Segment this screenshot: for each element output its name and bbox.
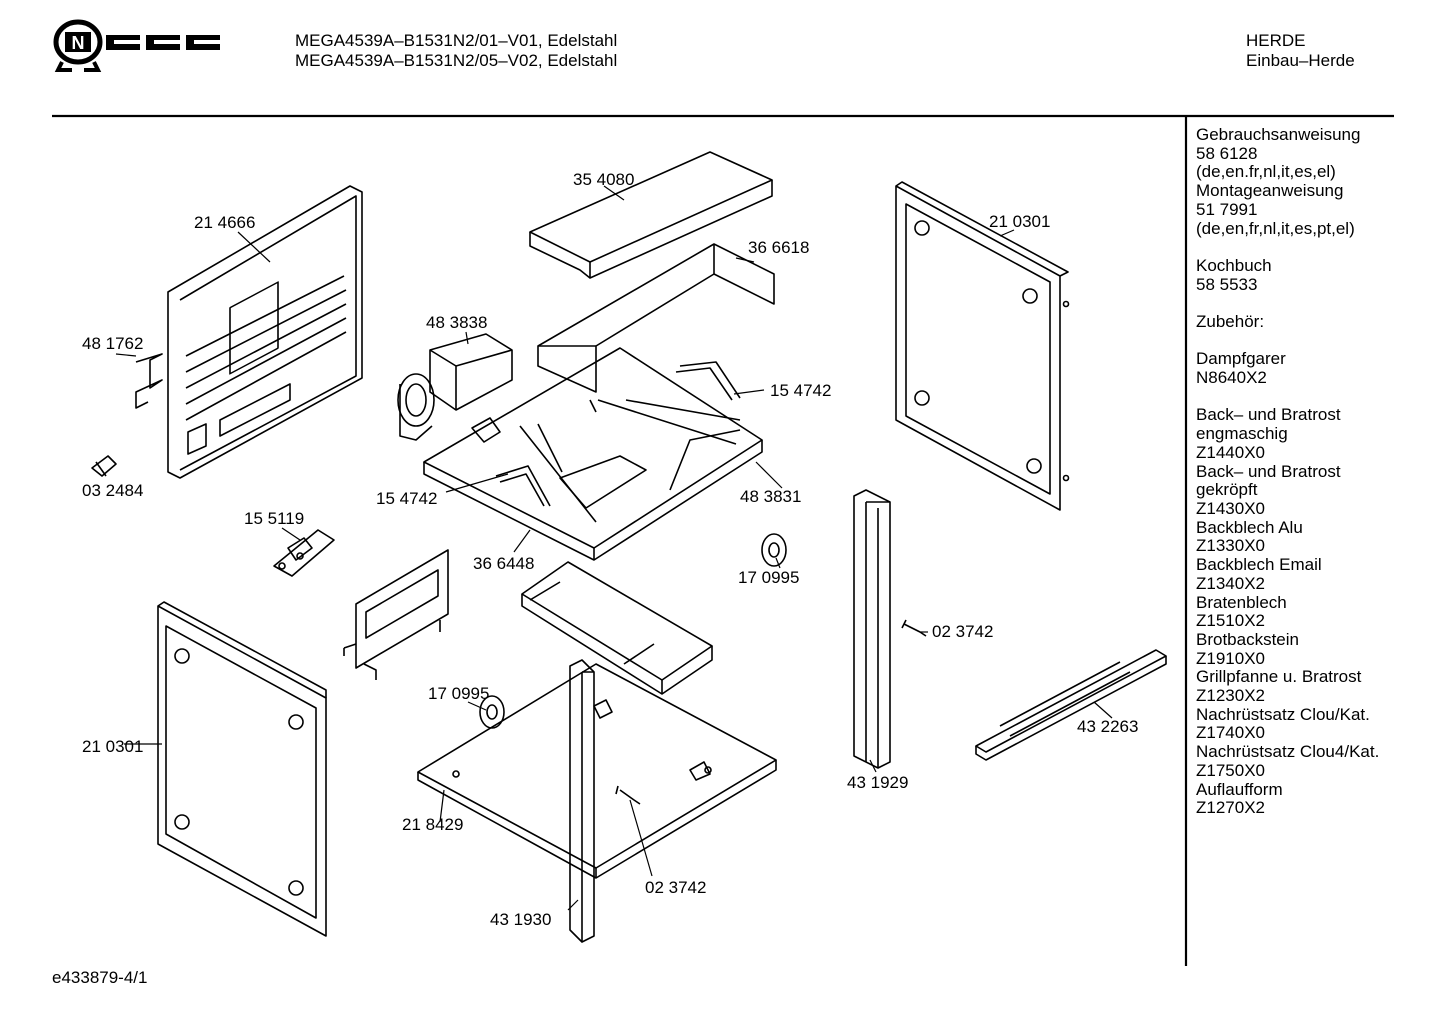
- label-part-170995-left: 17 0995: [428, 684, 490, 703]
- accessory-line: Brotbackstein: [1196, 629, 1299, 649]
- label-part-154742-left: 15 4742: [376, 489, 438, 508]
- accessory-line: Nachrüstsatz Clou4/Kat.: [1196, 742, 1380, 762]
- category-line-2: Einbau–Herde: [1246, 51, 1355, 70]
- accessory-line: Z1510X2: [1196, 611, 1265, 631]
- part-vertical-rail-right: [853, 489, 891, 769]
- part-duct-box: [521, 561, 713, 695]
- accessory-line: (de,en,fr,nl,it,es,pt,el): [1196, 218, 1355, 238]
- label-part-023742-right: 02 3742: [932, 622, 994, 641]
- part-side-panel-left: [157, 601, 327, 937]
- label-part-155119: 15 5119: [244, 509, 305, 528]
- accessory-line: Nachrüstsatz Clou/Kat.: [1196, 704, 1370, 724]
- accessory-line: Z1270X2: [1196, 798, 1265, 818]
- category-line-1: HERDE: [1246, 31, 1306, 50]
- part-knob: [91, 455, 117, 477]
- part-frame-bracket: [343, 549, 449, 680]
- part-hinge: [273, 529, 335, 577]
- accessory-line: Gebrauchsanweisung: [1196, 125, 1361, 144]
- accessory-line: Auflaufform: [1196, 779, 1283, 799]
- accessory-line: Z1750X0: [1196, 760, 1265, 780]
- label-part-432263: 43 2263: [1077, 717, 1139, 736]
- accessory-line: Zubehör:: [1196, 312, 1265, 331]
- accessory-line: Backblech Alu: [1196, 517, 1303, 537]
- accessory-line: Z1440X0: [1196, 442, 1265, 462]
- svg-text:N: N: [72, 33, 85, 53]
- part-back-panel: [167, 185, 363, 479]
- part-trim-strip: [975, 649, 1167, 761]
- label-part-218429: 21 8429: [402, 815, 464, 834]
- part-vertical-rail-front: [569, 659, 595, 943]
- part-top-cover: [529, 151, 773, 279]
- part-rail-right: [675, 361, 741, 401]
- part-fan-motor: [397, 333, 513, 441]
- part-screw-right: [901, 619, 927, 637]
- clip-center: [471, 417, 501, 443]
- model-line-2: MEGA4539A–B1531N2/05–V02, Edelstahl: [295, 51, 618, 70]
- label-part-481762: 48 1762: [82, 334, 144, 353]
- accessory-line: Montageanweisung: [1196, 181, 1344, 201]
- accessory-line: Z1340X2: [1196, 573, 1265, 593]
- accessory-line: Z1330X0: [1196, 536, 1265, 556]
- label-part-023742-bottom: 02 3742: [645, 878, 707, 897]
- accessory-line: Z1430X0: [1196, 499, 1265, 518]
- accessory-line: 58 6128: [1196, 143, 1258, 163]
- accessory-line: engmaschig: [1196, 424, 1288, 444]
- label-part-483831: 48 3831: [740, 487, 802, 506]
- part-middle-plate: [423, 347, 763, 561]
- label-part-154742-right: 15 4742: [770, 381, 832, 400]
- part-fan-wheel-right: [761, 533, 787, 567]
- accessory-line: Z1740X0: [1196, 723, 1265, 743]
- part-screw-bottom: [615, 785, 641, 805]
- accessory-line: Back– und Bratrost: [1196, 405, 1341, 425]
- accessory-group: Zubehör:: [1196, 312, 1436, 332]
- label-part-210301-left: 21 0301: [82, 737, 144, 756]
- label-part-366618: 36 6618: [748, 238, 810, 257]
- part-rear-bracket: [537, 243, 775, 393]
- accessory-line: 51 7991: [1196, 199, 1258, 219]
- label-part-032484: 03 2484: [82, 481, 144, 500]
- label-part-431929: 43 1929: [847, 773, 909, 792]
- accessory-line: N8640X2: [1196, 368, 1267, 388]
- part-rail-left: [495, 465, 551, 507]
- accessory-line: Grillpfanne u. Bratrost: [1196, 667, 1362, 687]
- label-part-483838: 48 3838: [426, 313, 488, 332]
- accessory-line: Back– und Bratrost: [1196, 461, 1341, 481]
- model-line-1: MEGA4539A–B1531N2/01–V01, Edelstahl: [295, 31, 618, 50]
- accessory-line: (de,en.fr,nl,it,es,el): [1196, 162, 1336, 182]
- label-part-354080: 35 4080: [573, 170, 635, 189]
- accessory-line: 58 5533: [1196, 274, 1258, 294]
- part-side-panel-right: [895, 181, 1070, 511]
- label-part-214666: 21 4666: [194, 213, 256, 232]
- accessory-line: Z1910X0: [1196, 648, 1265, 668]
- neff-logo: N: [53, 19, 220, 72]
- accessory-line: Bratenblech: [1196, 592, 1287, 612]
- part-side-bracket: [135, 353, 163, 409]
- accessory-line: Z1230X2: [1196, 686, 1265, 706]
- accessory-line: Backblech Email: [1196, 555, 1322, 575]
- drawing-code: e433879-4/1: [52, 968, 148, 987]
- accessory-line: Dampfgarer: [1196, 349, 1286, 369]
- part-bottom-plate: [417, 663, 777, 879]
- label-part-210301-right: 21 0301: [989, 212, 1051, 231]
- accessory-line: Kochbuch: [1196, 255, 1272, 275]
- accessory-line: gekröpft: [1196, 480, 1258, 500]
- label-part-366448: 36 6448: [473, 554, 535, 573]
- label-part-170995-right: 17 0995: [738, 568, 800, 587]
- label-part-431930: 43 1930: [490, 910, 552, 929]
- leader-lines: [115, 185, 1113, 911]
